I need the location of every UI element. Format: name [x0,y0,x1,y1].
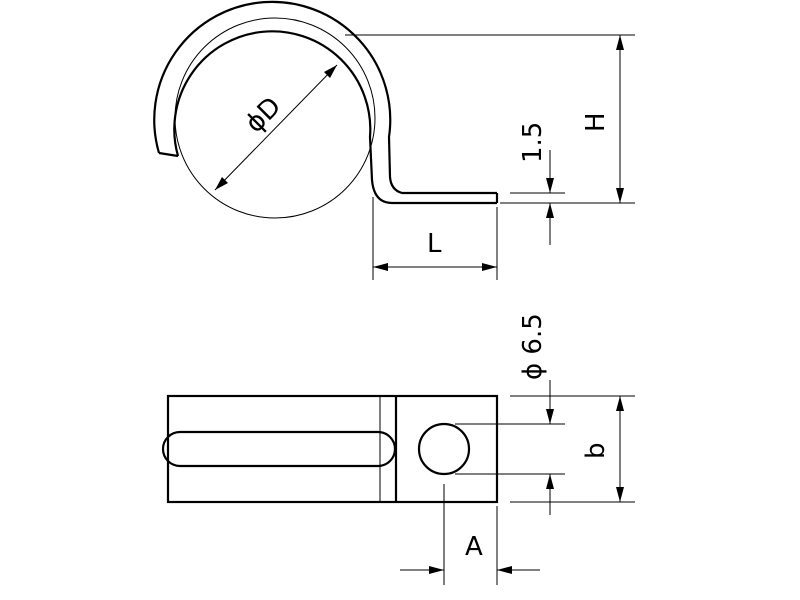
length-arrow-left [373,263,388,271]
height-arrow-top [616,35,624,50]
hole-arrow-bottom [546,474,554,489]
plan-view: ϕ 6.5 b A [161,313,635,585]
length-label: L [427,229,442,259]
height-label: H [581,112,611,132]
clip-body-outline [166,394,499,504]
hole-diameter-label: ϕ 6.5 [518,313,548,380]
diameter-label: ϕD [240,91,287,138]
hole-arrow-top [546,409,554,424]
height-arrow-bottom [616,188,624,203]
clip-strap-outer [153,0,497,195]
clip-strap-inner [173,30,497,205]
offset-arrow-left [429,566,444,574]
width-arrow-top [616,396,624,411]
width-label: b [581,442,611,459]
diameter-arrow-bottom [215,177,228,190]
offset-arrow-right [497,566,512,574]
thickness-arrow-top [546,178,554,193]
stiffening-rib [161,430,397,468]
offset-label: A [465,532,483,562]
thickness-label: 1.5 [518,122,548,163]
strap-end-left [158,151,179,158]
thickness-arrow-bottom [546,203,554,218]
length-arrow-right [482,263,497,271]
diameter-arrow-top [324,65,337,78]
mounting-hole [417,422,471,476]
diameter-dimension-line [214,64,338,191]
width-arrow-bottom [616,487,624,502]
side-view: ϕD H 1.5 L [153,0,635,280]
